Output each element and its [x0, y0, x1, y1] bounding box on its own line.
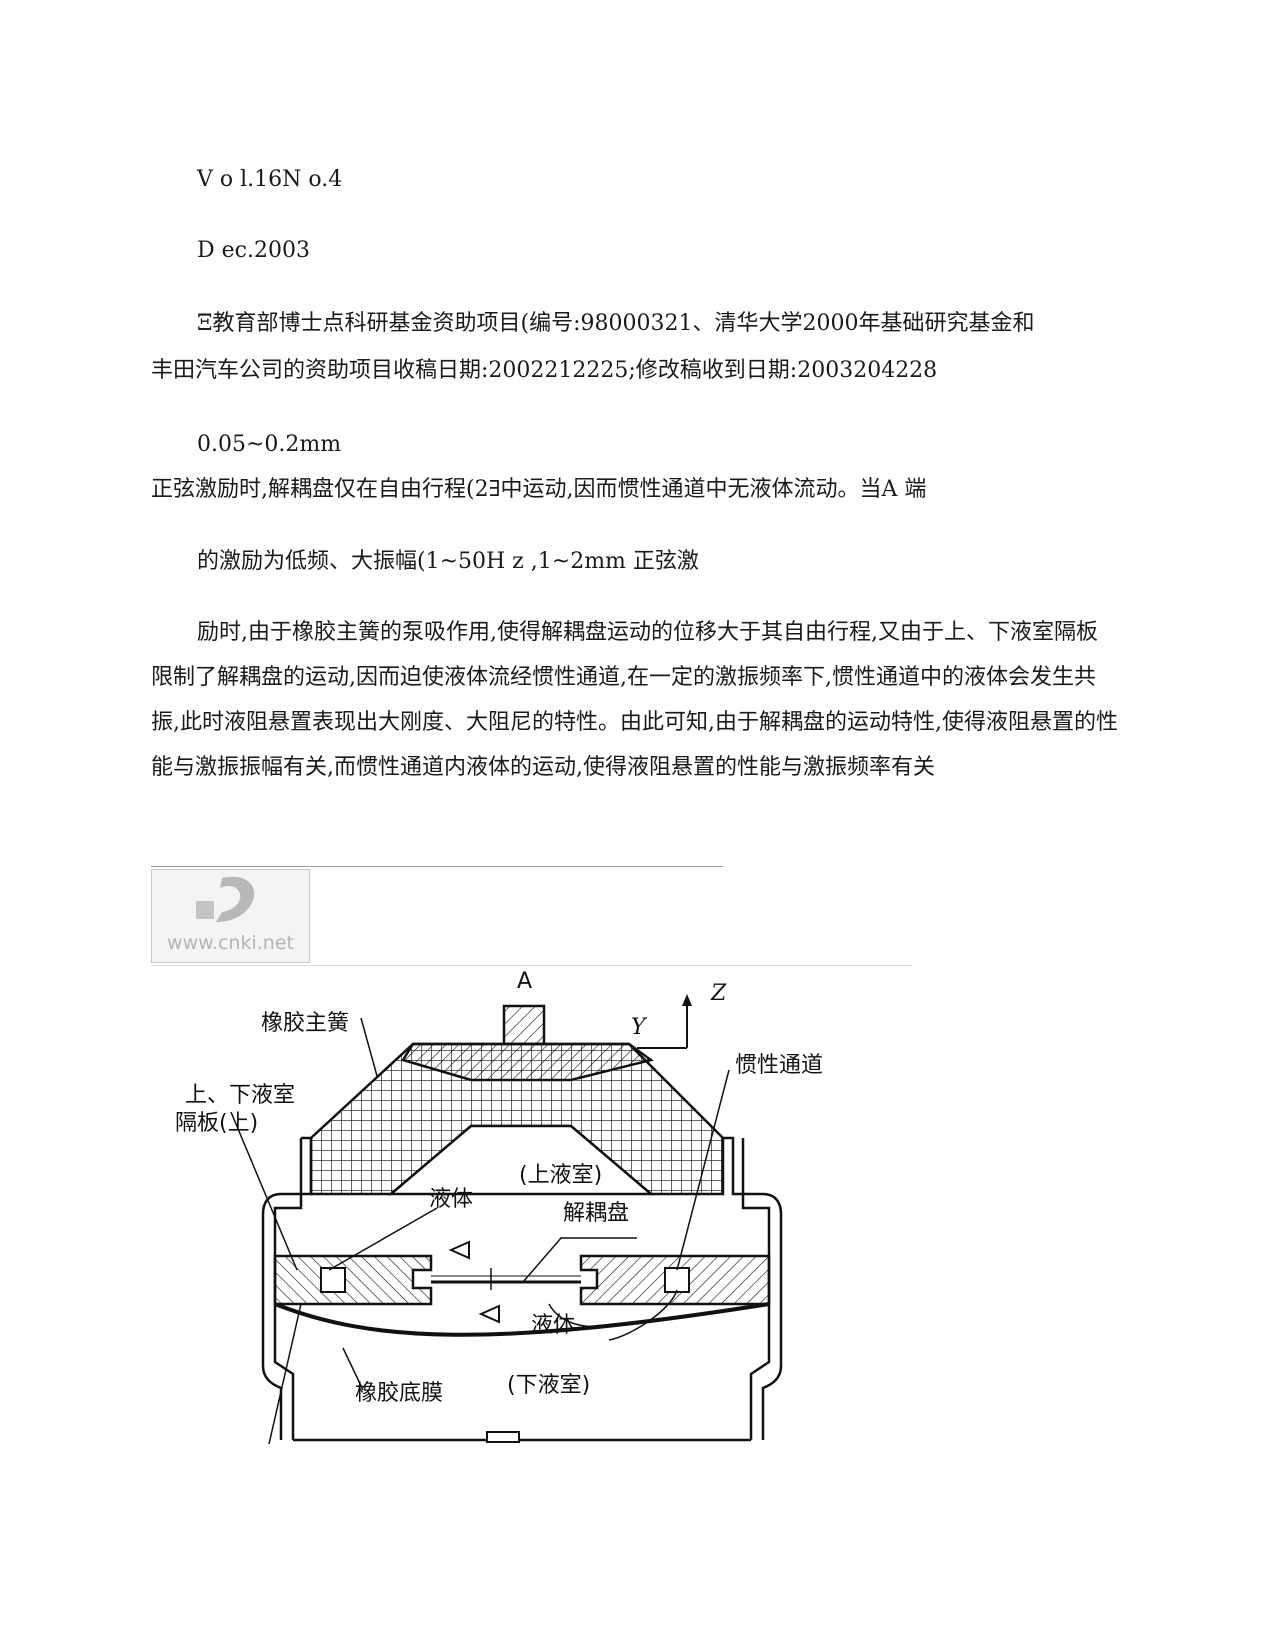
funding-footnote-line-2: 丰田汽车公司的资助项目收稿日期:2002212225;修改稿收到日期:20032… — [151, 358, 938, 383]
outer-housing — [261, 1136, 783, 1440]
cnki-logo-icon — [196, 876, 255, 922]
body-line-2: 正弦激励时,解耦盘仅在自由行程(2∃中运动,因而惯性通道中无液体流动。当A 端 — [151, 477, 927, 502]
label-partition-1: 上、下液室 — [185, 1083, 295, 1108]
body-line-3: 的激励为低频、大振幅(1~50H z ,1~2mm 正弦激 — [197, 549, 699, 574]
label-y: Y — [631, 1015, 648, 1040]
inertia-track-left — [320, 1267, 346, 1293]
hydraulic-mount-figure: A Z Y 橡胶主簧 惯性通道 上、下液室 隔板(上) (上液室) 液体 解耦盘… — [151, 969, 921, 1480]
top-stud — [502, 1004, 546, 1046]
issue-date: D ec.2003 — [197, 238, 310, 263]
partition-left — [273, 1254, 433, 1306]
body-line-1: 0.05~0.2mm — [197, 432, 342, 457]
cnki-logo[interactable]: www.cnki.net — [151, 869, 310, 963]
label-fluid-1: 液体 — [429, 1187, 473, 1212]
label-a: A — [517, 970, 532, 994]
inertia-track-right — [664, 1267, 690, 1293]
funding-footnote-line-1: Ξ教育部博士点科研基金资助项目(编号:98000321、清华大学2000年基础研… — [197, 311, 1035, 336]
divider-top — [151, 866, 723, 867]
label-rubber-diaphragm: 橡胶底膜 — [355, 1381, 443, 1406]
label-z: Z — [710, 981, 727, 1006]
mount-diagram: A Z Y 橡胶主簧 惯性通道 上、下液室 隔板(上) (上液室) 液体 解耦盘… — [175, 969, 823, 1445]
label-upper-chamber: (上液室) — [519, 1163, 602, 1188]
cnki-logo-text: www.cnki.net — [167, 932, 294, 954]
label-rubber-spring: 橡胶主簧 — [261, 1011, 349, 1036]
label-inertia-track: 惯性通道 — [735, 1053, 823, 1078]
label-fluid-2: 液体 — [531, 1313, 575, 1338]
label-decoupler: 解耦盘 — [563, 1201, 629, 1226]
volume-number: V o l.16N o.4 — [197, 167, 343, 192]
label-lower-chamber: (下液室) — [507, 1373, 590, 1398]
label-partition-2: 隔板(上) — [175, 1111, 258, 1136]
body-paragraph: 励时,由于橡胶主簧的泵吸作用,使得解耦盘运动的位移大于其自由行程,又由于上、下液… — [151, 620, 1118, 780]
rubber-diaphragm — [274, 1302, 770, 1337]
divider-bottom — [151, 965, 913, 966]
